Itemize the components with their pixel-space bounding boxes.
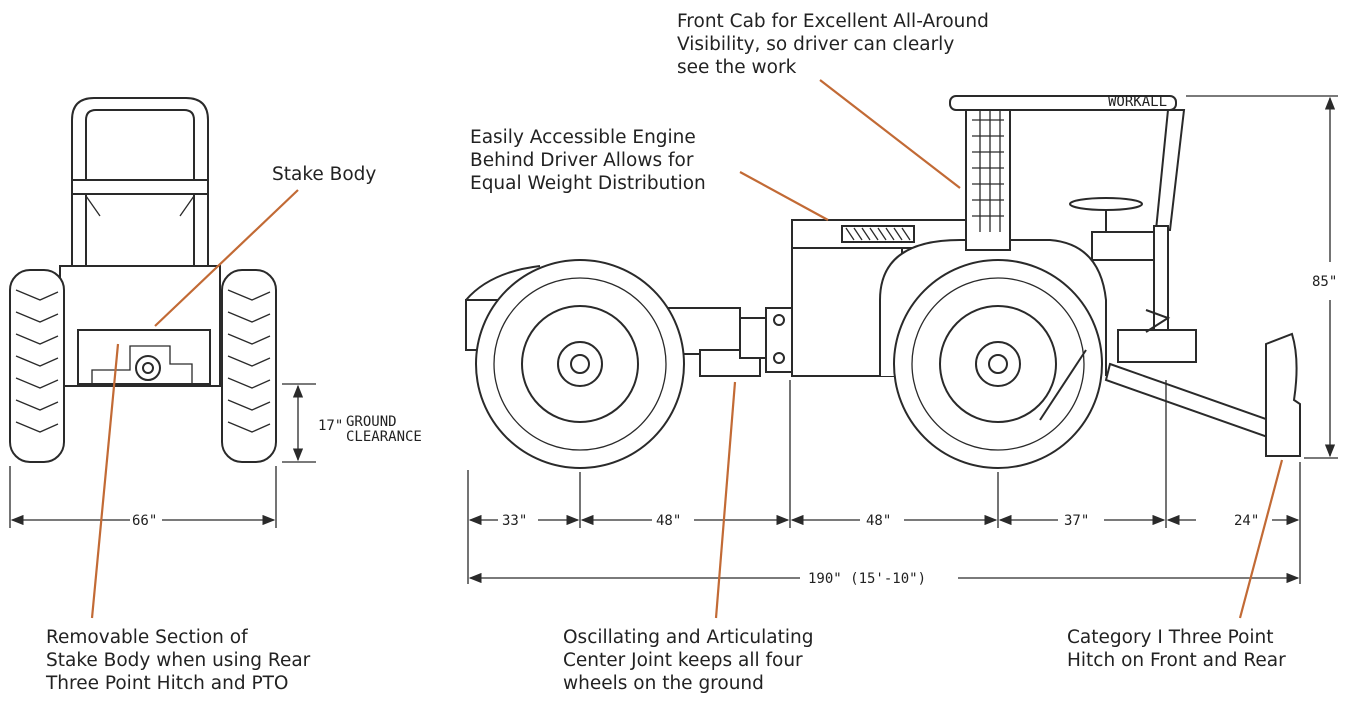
seg-4-dim: 37" xyxy=(1064,513,1089,529)
leader-front-cab xyxy=(819,79,961,189)
callout-removable: Removable Section of Stake Body when usi… xyxy=(46,626,310,695)
callout-engine-line-2: Behind Driver Allows for xyxy=(470,150,694,171)
callout-joint: Oscillating and Articulating Center Join… xyxy=(563,626,813,695)
ground-clearance-label-2: CLEARANCE xyxy=(346,429,422,445)
overall-length-dim: 190" (15'-10") xyxy=(808,571,926,587)
ground-clearance-value: 17" xyxy=(318,418,343,434)
callout-joint-line-3: wheels on the ground xyxy=(563,673,764,694)
callout-front-cab-line-1: Front Cab for Excellent All-Around xyxy=(677,11,989,32)
callout-front-cab-line-3: see the work xyxy=(677,57,797,78)
callout-front-cab-line-2: Visibility, so driver can clearly xyxy=(677,34,955,55)
leader-stake-body xyxy=(154,189,299,327)
leader-joint xyxy=(714,381,737,619)
leader-removable xyxy=(90,343,120,619)
callout-removable-line-3: Three Point Hitch and PTO xyxy=(46,673,289,694)
callout-engine: Easily Accessible Engine Behind Driver A… xyxy=(470,126,706,195)
callout-stake-body: Stake Body xyxy=(272,163,376,186)
callout-front-cab: Front Cab for Excellent All-Around Visib… xyxy=(677,10,989,79)
leader-engine xyxy=(739,171,829,221)
side-rear-wheel xyxy=(475,259,685,469)
side-view-tractor: WORKALL xyxy=(465,94,1338,587)
callout-stake-body-line-1: Stake Body xyxy=(272,164,377,185)
callout-hitch-line-1: Category I Three Point xyxy=(1067,627,1274,648)
callout-joint-line-1: Oscillating and Articulating xyxy=(563,627,814,648)
leader-lines xyxy=(90,79,1284,619)
seg-3-dim: 48" xyxy=(866,513,891,529)
rear-view-tractor: 17" GROUND CLEARANCE 66" xyxy=(9,97,422,529)
callout-engine-line-1: Easily Accessible Engine xyxy=(470,127,696,148)
seg-5-dim: 24" xyxy=(1234,513,1259,529)
ground-clearance-label-1: GROUND xyxy=(346,414,397,430)
callout-removable-line-2: Stake Body when using Rear xyxy=(46,650,311,671)
callout-engine-line-3: Equal Weight Distribution xyxy=(470,173,706,194)
seg-1-dim: 33" xyxy=(502,513,527,529)
callout-hitch: Category I Three Point Hitch on Front an… xyxy=(1067,626,1286,672)
height-dim: 85" xyxy=(1312,274,1337,290)
seg-2-dim: 48" xyxy=(656,513,681,529)
track-width-dim: 66" xyxy=(132,513,157,529)
callout-joint-line-2: Center Joint keeps all four xyxy=(563,650,803,671)
side-front-wheel xyxy=(893,259,1103,469)
workall-brand: WORKALL xyxy=(1108,94,1167,110)
callout-removable-line-1: Removable Section of xyxy=(46,627,248,648)
leader-hitch xyxy=(1238,459,1284,619)
callout-hitch-line-2: Hitch on Front and Rear xyxy=(1067,650,1286,671)
